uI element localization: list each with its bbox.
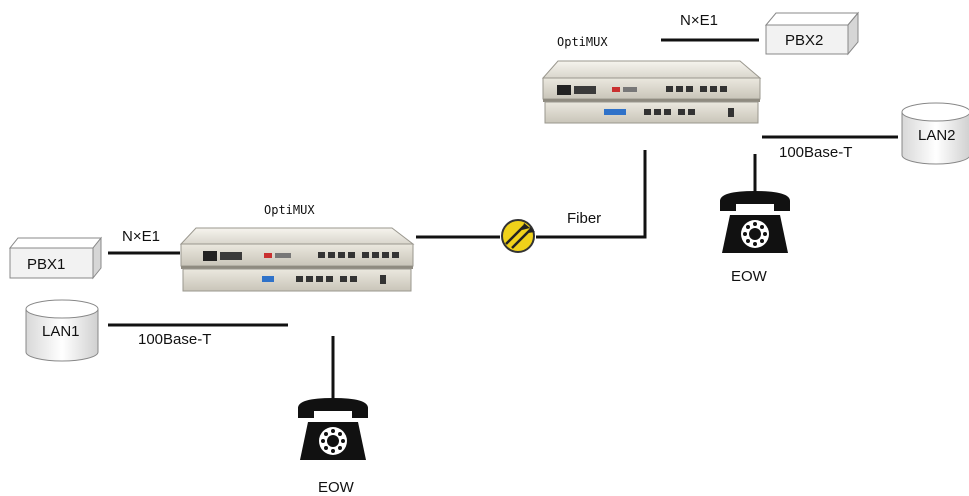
fiber-line-right [536,150,647,239]
eow-left-label: EOW [318,479,355,496]
pbx1-label: PBX1 [27,256,65,273]
telephone-left-icon [298,398,368,460]
pbx1-box [8,236,103,280]
optimux-left-device [179,227,415,292]
optimux-right-device [541,60,762,124]
optimux-right-label: OptiMUX [557,35,608,49]
eth-right-label: 100Base-T [779,144,852,161]
eow-right-label: EOW [731,268,768,285]
lan2-cylinder [901,102,969,165]
lan1-label: LAN1 [42,323,80,340]
fiber-label: Fiber [567,210,601,227]
optimux-left-label: OptiMUX [264,203,315,217]
fiber-connector-icon [501,219,535,253]
pbx2-box [764,11,860,56]
pbx2-label: PBX2 [785,32,823,49]
lan2-label: LAN2 [918,127,956,144]
ne1-right-label: N×E1 [680,12,718,29]
telephone-right-icon [720,191,790,253]
ne1-left-label: N×E1 [122,228,160,245]
eth-left-label: 100Base-T [138,331,211,348]
lan1-cylinder [25,299,99,362]
